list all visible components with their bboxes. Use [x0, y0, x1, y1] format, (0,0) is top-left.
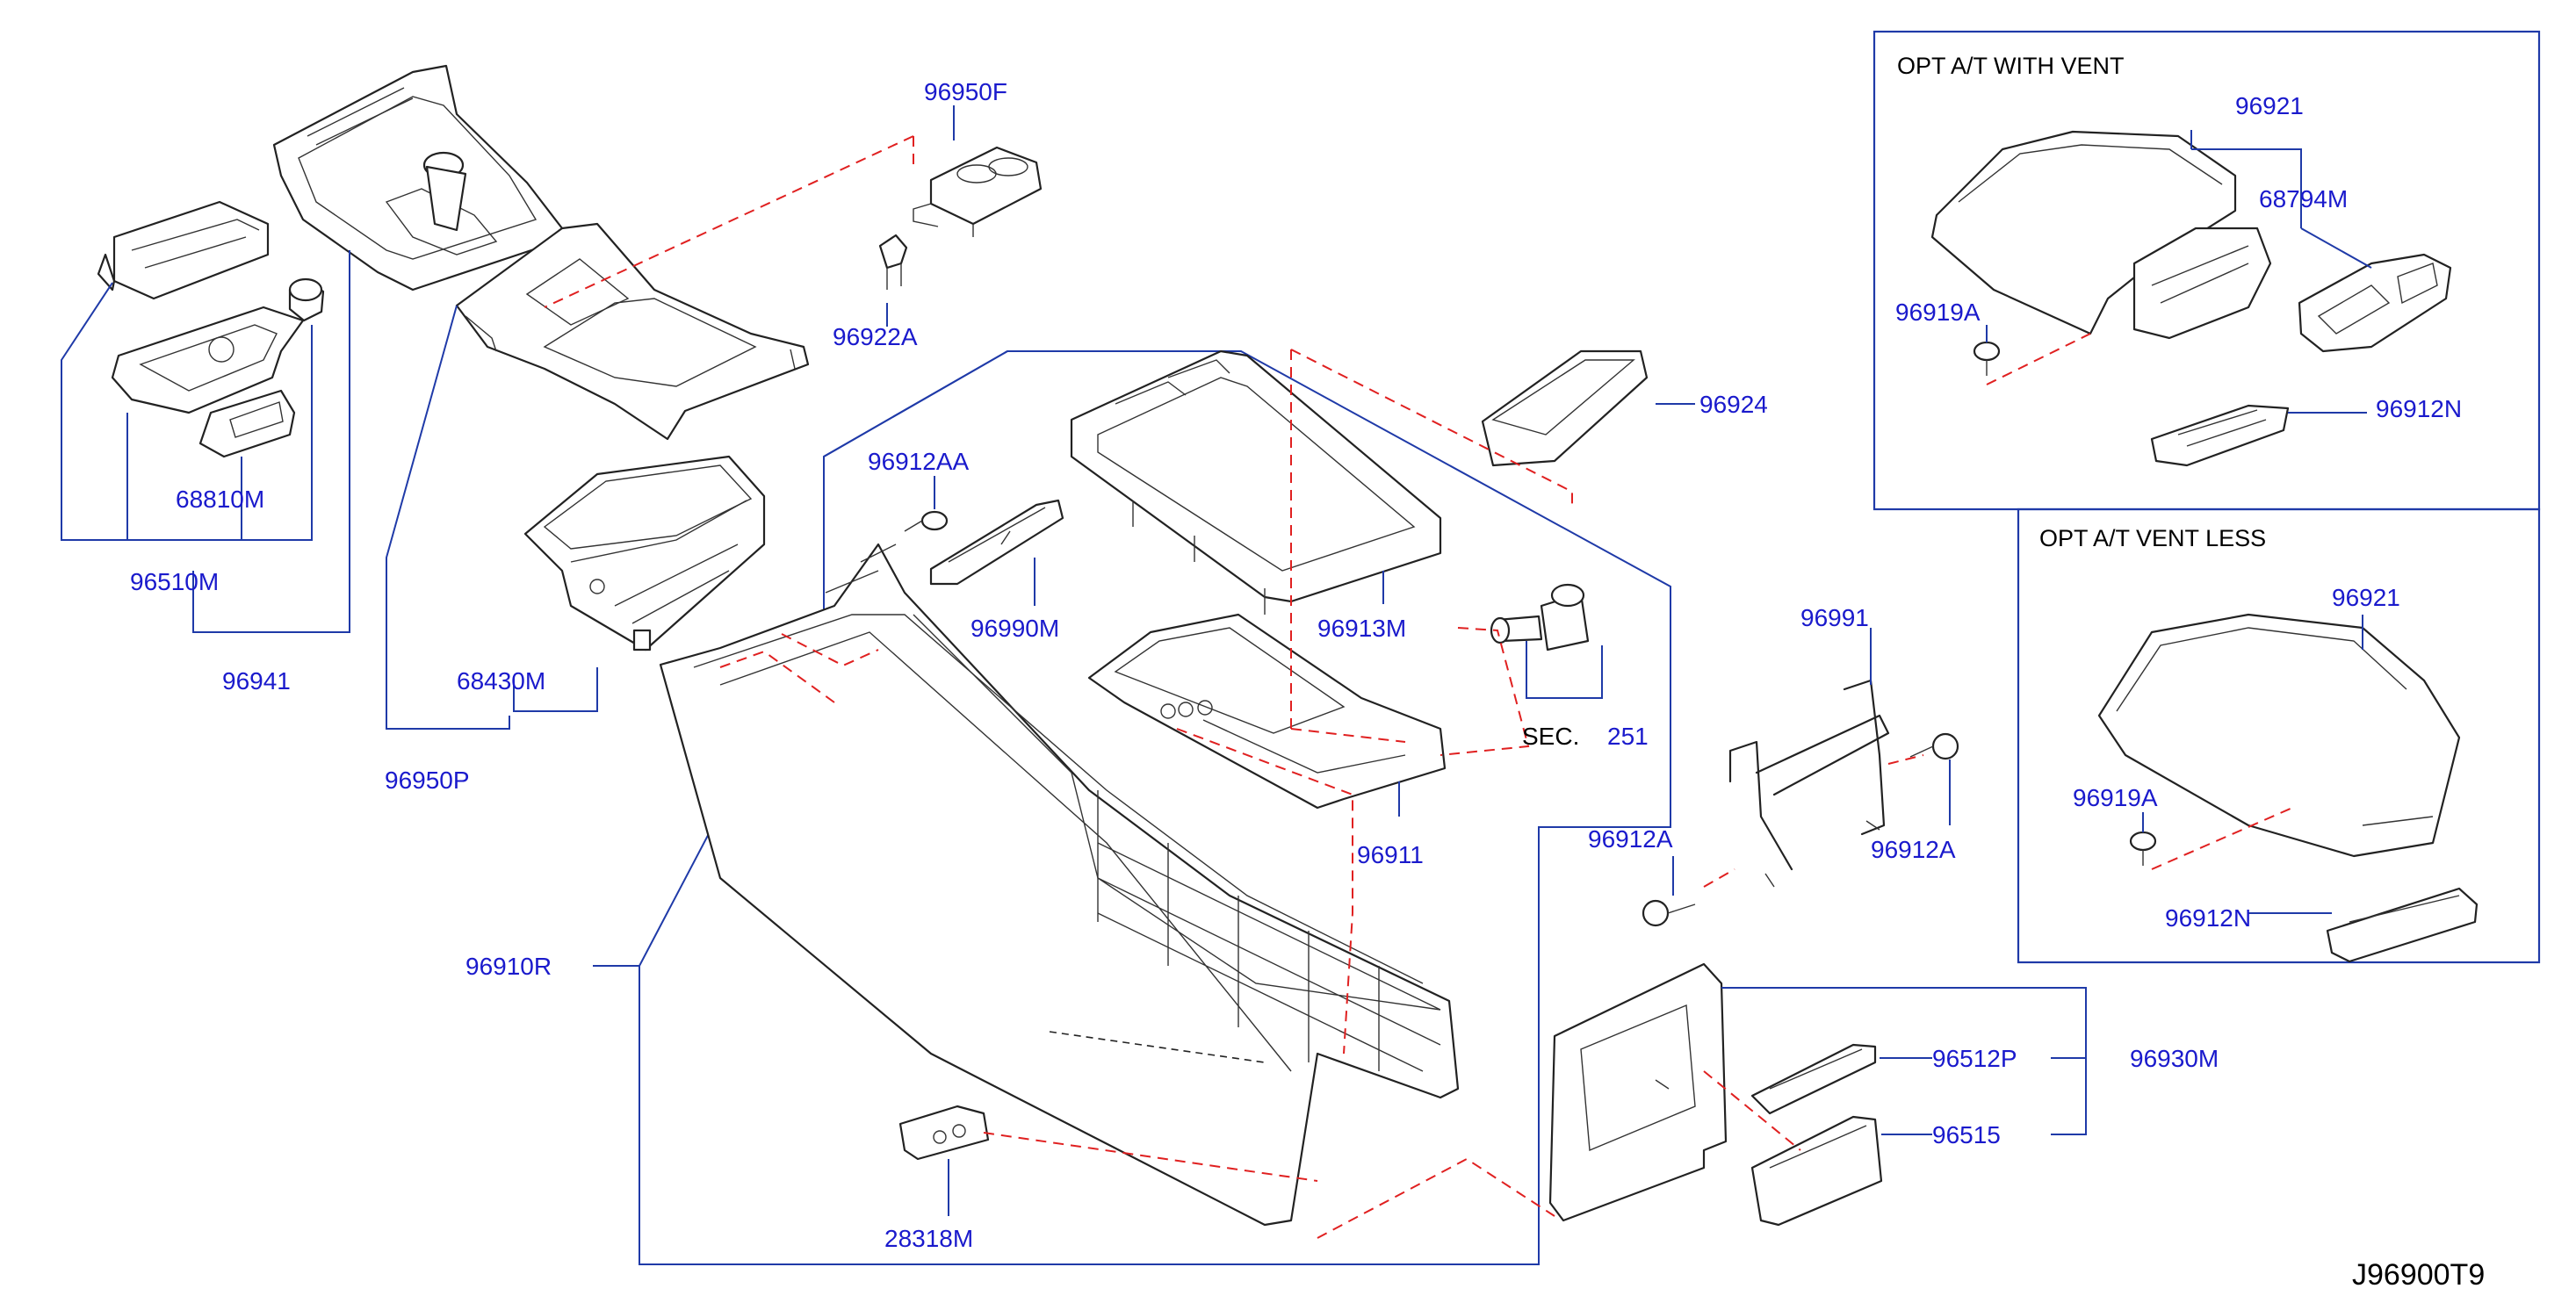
lid-96515-part — [1750, 1115, 1883, 1227]
armrest-with-vent-part — [1930, 130, 2272, 340]
label-96912A-left: 96912A — [1588, 825, 1673, 853]
boundary-notch — [823, 350, 1008, 457]
vent-68794M-part — [2298, 253, 2452, 353]
label-96912AA: 96912AA — [868, 448, 970, 475]
cover-96912N-less-part — [2326, 887, 2479, 963]
leader-lines — [61, 105, 2372, 1216]
assembly-boundary — [639, 350, 1671, 1265]
ashtray-part — [523, 455, 766, 652]
storage-box-96911-part — [1087, 613, 1447, 810]
cover-96912N-with-part — [2150, 404, 2290, 467]
frame-96913M-part — [1070, 349, 1442, 615]
diagram-id: J96900T9 — [2352, 1258, 2485, 1292]
option-header-vent-less: OPT A/T VENT LESS — [2039, 525, 2266, 551]
alignment-lines — [544, 135, 2293, 1239]
console-finisher-part — [272, 64, 564, 292]
option-header-with-vent: OPT A/T WITH VENT — [1897, 53, 2125, 79]
tray-96924-part — [1481, 349, 1649, 467]
rear-finisher-96930M-part — [1548, 962, 1728, 1222]
label-96991: 96991 — [1800, 604, 1869, 631]
label-96912A-right: 96912A — [1871, 836, 1956, 863]
section-ref-number: 251 — [1607, 723, 1649, 750]
label-96950F: 96950F — [924, 78, 1007, 105]
screw-96912A-right-part — [1909, 732, 1959, 760]
armrest-vent-less-part — [2097, 613, 2461, 858]
screw-96912A-left-part — [1642, 899, 1696, 927]
label-96910R: 96910R — [465, 953, 552, 980]
power-outlet-part — [1490, 583, 1590, 652]
section-ref-prefix: SEC. — [1522, 723, 1579, 750]
switch-panel-part — [97, 200, 325, 458]
label-96510M: 96510M — [130, 568, 219, 595]
cup-holder-insert-part — [913, 146, 1043, 237]
label-96941: 96941 — [222, 667, 291, 695]
label-68430M: 68430M — [457, 667, 545, 695]
label-96912N-with: 96912N — [2376, 395, 2462, 422]
clip-96922A-part — [878, 234, 908, 290]
screw-96912AA-part — [904, 510, 949, 532]
label-96930M: 96930M — [2130, 1045, 2219, 1072]
label-96515: 96515 — [1932, 1121, 2001, 1148]
screw-96919A-less-part — [2129, 831, 2157, 866]
label-96919A-with: 96919A — [1895, 299, 1981, 326]
label-96512P: 96512P — [1932, 1045, 2017, 1072]
label-96921-less: 96921 — [2332, 584, 2400, 611]
option-box-vent-less — [2017, 508, 2541, 964]
screw-96919A-with-part — [1973, 341, 2001, 376]
label-96950P: 96950P — [385, 767, 470, 794]
label-96924: 96924 — [1699, 391, 1768, 418]
label-96921-with: 96921 — [2235, 92, 2304, 119]
label-28318M: 28318M — [884, 1225, 973, 1252]
label-68794M: 68794M — [2259, 185, 2348, 212]
label-96911: 96911 — [1357, 841, 1424, 868]
bracket-96991-part — [1728, 679, 1890, 888]
label-96912N-less: 96912N — [2165, 904, 2251, 932]
label-96990M: 96990M — [971, 615, 1059, 642]
finisher-plate-part — [455, 222, 810, 441]
label-68810M: 68810M — [176, 486, 264, 513]
bracket-96990M-part — [929, 499, 1064, 586]
label-96913M: 96913M — [1317, 615, 1406, 642]
label-96919A-less: 96919A — [2073, 784, 2158, 811]
label-96922A: 96922A — [833, 323, 918, 350]
switch-28318M-part — [898, 1105, 990, 1161]
console-body-96910R-part — [659, 543, 1460, 1227]
panel-96512P-part — [1750, 1043, 1877, 1115]
